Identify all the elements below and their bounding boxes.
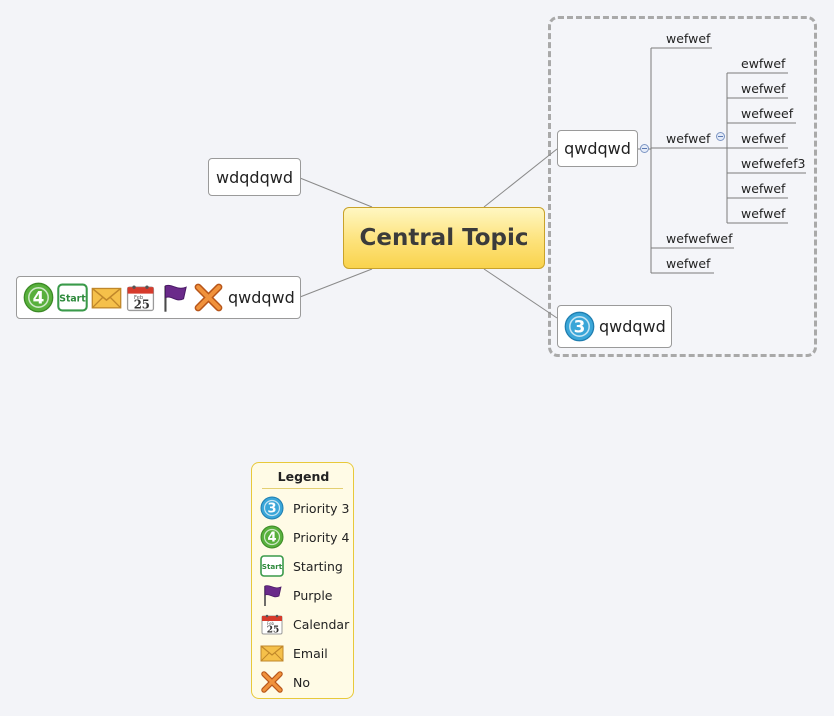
child-topic-7-label: wefwef [741, 206, 786, 221]
start-icon[interactable]: Start [57, 282, 88, 313]
svg-text:4: 4 [33, 287, 45, 307]
subtopic-2[interactable]: wefwef [666, 131, 710, 146]
central-topic-label: Central Topic [359, 225, 529, 251]
child-topic-1-label: ewfwef [741, 56, 786, 71]
child-topic-4[interactable]: wefwef [741, 131, 785, 146]
child-topic-2-label: wefwef [741, 81, 786, 96]
legend-label: Starting [293, 558, 343, 574]
legend-panel[interactable]: Legend 3 Priority 3 4 Priority 4 Start S… [251, 462, 354, 699]
subtopic-1-label: wefwef [666, 31, 711, 46]
subtopic-4[interactable]: wefwef [666, 256, 710, 271]
child-topic-7[interactable]: wefwef [741, 206, 785, 221]
legend-label: Priority 3 [293, 500, 350, 516]
legend-item-starting[interactable]: Start Starting [260, 554, 343, 578]
email-icon[interactable] [91, 282, 122, 313]
child-topic-2[interactable]: wefwef [741, 81, 785, 96]
subtopic-2-label: wefwef [666, 131, 711, 146]
legend-item-email[interactable]: Email [260, 641, 328, 665]
child-topic-4-label: wefwef [741, 131, 786, 146]
purple-flag-icon[interactable] [159, 282, 190, 313]
subtopic-3-label: wefwefwef [666, 231, 733, 246]
start-icon: Start [260, 554, 284, 578]
child-topic-6-label: wefwef [741, 181, 786, 196]
left-topic-1[interactable]: wdqdqwd [208, 158, 301, 196]
no-icon[interactable] [193, 282, 224, 313]
svg-text:25: 25 [134, 297, 150, 311]
right-topic-1-label: qwdqwd [564, 139, 631, 158]
subtopic-3[interactable]: wefwefwef [666, 231, 733, 246]
right-topic-1[interactable]: qwdqwd [557, 130, 638, 167]
svg-text:4: 4 [267, 531, 276, 546]
svg-text:Start: Start [262, 562, 283, 571]
central-topic[interactable]: Central Topic [343, 207, 545, 269]
email-icon [260, 641, 284, 665]
legend-item-priority-3[interactable]: 3 Priority 3 [260, 496, 349, 520]
left-topic-1-label: wdqdqwd [216, 167, 293, 187]
legend-divider [262, 488, 343, 489]
legend-label: Calendar [293, 616, 350, 632]
child-topic-6[interactable]: wefwef [741, 181, 785, 196]
child-topic-1[interactable]: ewfwef [741, 56, 785, 71]
no-icon [260, 670, 284, 694]
legend-item-priority-4[interactable]: 4 Priority 4 [260, 525, 349, 549]
priority-3-icon[interactable]: 3 [564, 311, 595, 342]
svg-text:Feb: Feb [267, 621, 275, 626]
collapse-toggle-subtopic-2[interactable] [716, 132, 725, 141]
svg-text:Start: Start [59, 293, 86, 304]
legend-label: Email [293, 645, 328, 661]
svg-text:25: 25 [267, 626, 280, 636]
legend-title: Legend [277, 469, 330, 484]
legend-item-purple[interactable]: Purple [260, 583, 332, 607]
priority-4-icon: 4 [260, 525, 284, 549]
child-topic-3[interactable]: wefweef [741, 106, 793, 121]
priority-4-icon[interactable]: 4 [23, 282, 54, 313]
legend-label: Purple [293, 587, 333, 603]
legend-label: No [293, 674, 310, 690]
subtopic-1[interactable]: wefwef [666, 31, 710, 46]
right-topic-2-label: qwdqwd [599, 317, 666, 336]
left-topic-2-label: qwdqwd [228, 288, 295, 307]
collapse-toggle-right-topic-1[interactable] [640, 144, 649, 153]
svg-text:3: 3 [267, 502, 276, 517]
svg-text:Feb: Feb [134, 295, 143, 301]
child-topic-5-label: wefwefef3 [741, 156, 806, 171]
legend-label: Priority 4 [293, 529, 350, 545]
priority-3-icon: 3 [260, 496, 284, 520]
child-topic-5[interactable]: wefwefef3 [741, 156, 805, 171]
child-topic-3-label: wefweef [741, 106, 794, 121]
legend-item-no[interactable]: No [260, 670, 310, 694]
subtopic-4-label: wefwef [666, 256, 711, 271]
purple-flag-icon [260, 583, 284, 607]
right-topic-2[interactable]: 3 qwdqwd [557, 305, 672, 348]
svg-text:3: 3 [574, 316, 586, 336]
